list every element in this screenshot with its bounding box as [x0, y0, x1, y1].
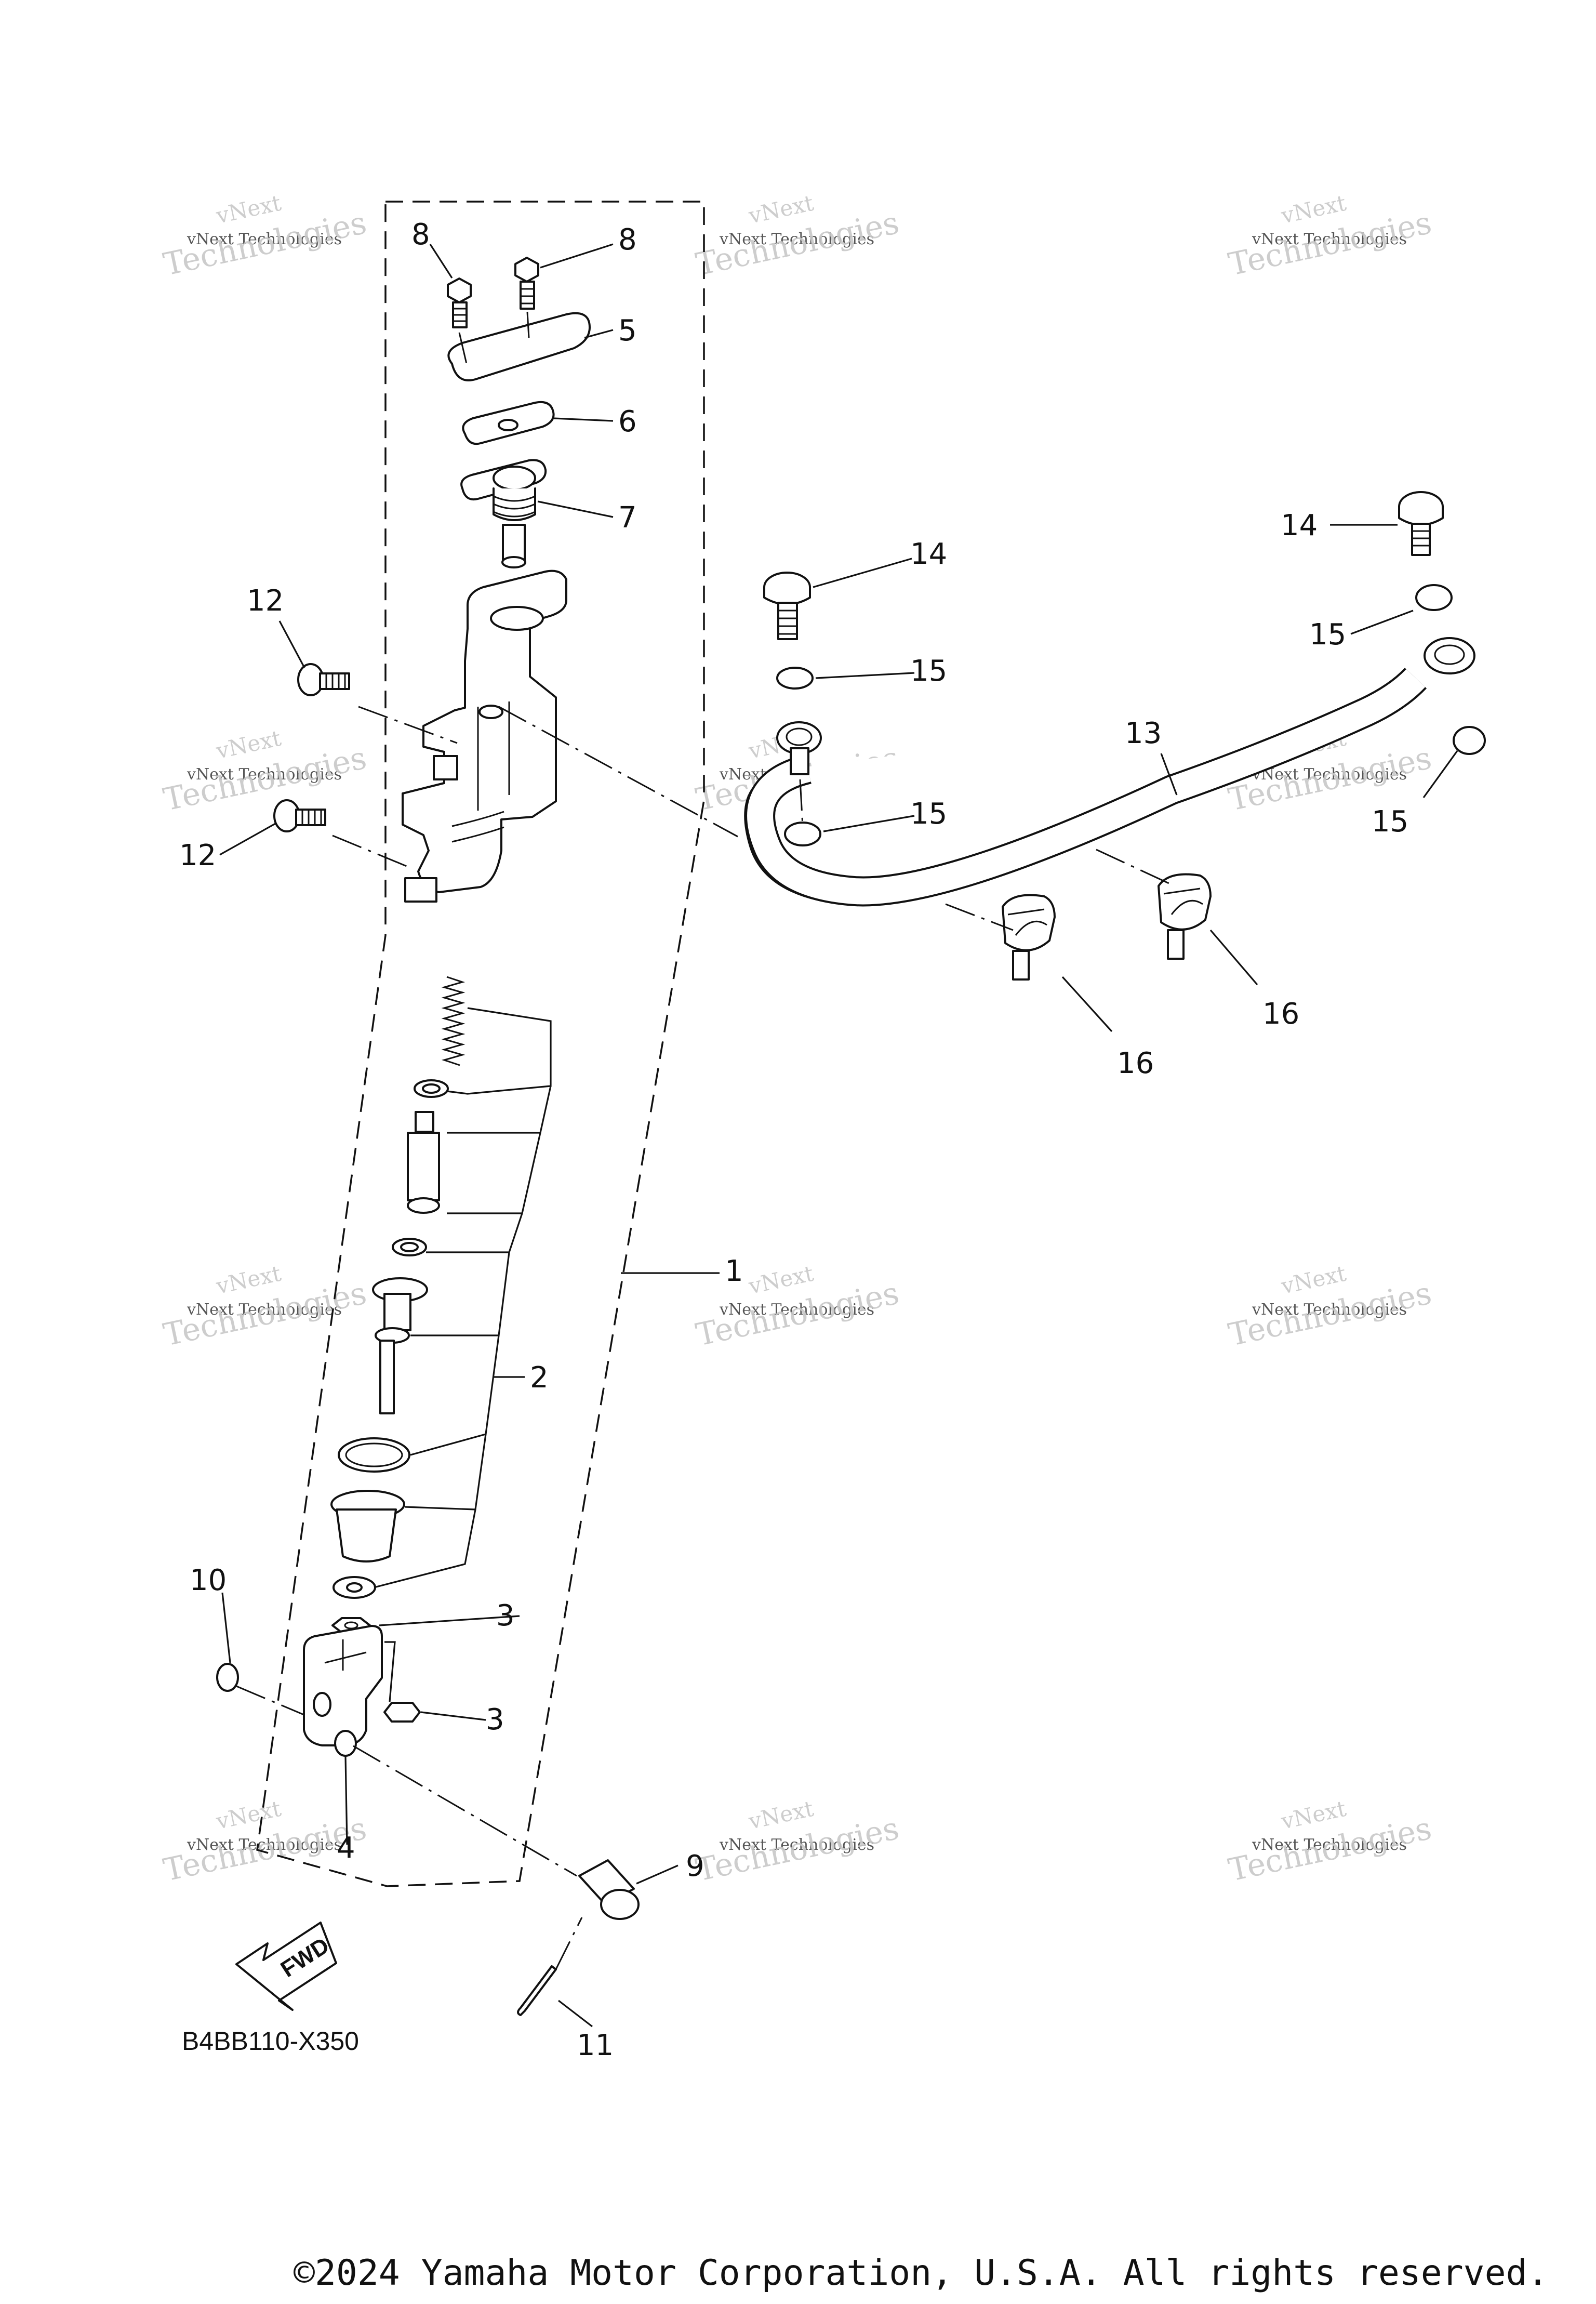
- callout-12a: 12: [247, 584, 284, 618]
- callout-7: 7: [618, 501, 637, 535]
- watermark-text: vNext Technologies: [1252, 230, 1407, 248]
- callout-16b: 16: [1262, 997, 1299, 1031]
- watermark-text: vNext Technologies: [187, 1301, 342, 1319]
- callout-14a: 14: [910, 537, 947, 571]
- fwd-arrow-icon: FWD: [235, 1922, 337, 2011]
- callout-10: 10: [190, 1564, 227, 1597]
- watermark-text: vNext Technologies: [719, 230, 874, 248]
- centerline-bolt-12-upper: [358, 706, 458, 744]
- master-cylinder-body[interactable]: [402, 570, 567, 903]
- centerline-banjo-left: [799, 779, 804, 827]
- watermark-text: vNext: [214, 1796, 283, 1834]
- piston-kit-2[interactable]: [330, 976, 466, 1599]
- callout-3b: 3: [486, 1703, 504, 1737]
- callout-15c: 15: [910, 797, 947, 831]
- nut-3-lower[interactable]: [383, 1702, 421, 1723]
- watermark-text: vNext Technologies: [1252, 1836, 1407, 1854]
- watermark-text: vNext Technologies: [1252, 1301, 1407, 1319]
- washer-15-d[interactable]: [1453, 726, 1486, 755]
- callout-15b: 15: [1309, 618, 1346, 652]
- clevis-4[interactable]: [303, 1625, 383, 1757]
- centerline-bolt-12-lower: [332, 835, 411, 869]
- watermark-text: vNext Technologies: [187, 230, 342, 248]
- callout-4: 4: [337, 1831, 355, 1865]
- bolt-12-upper[interactable]: [297, 663, 350, 696]
- bolt-12-lower[interactable]: [273, 799, 326, 832]
- pin-9[interactable]: [578, 1859, 640, 1920]
- callout-9: 9: [686, 1849, 704, 1883]
- callout-15d: 15: [1372, 805, 1408, 839]
- washer-10[interactable]: [216, 1663, 239, 1692]
- watermark-text: vNext: [746, 1796, 816, 1834]
- callout-5: 5: [618, 314, 637, 348]
- centerline-washer-10: [236, 1685, 304, 1716]
- callout-6: 6: [618, 405, 637, 439]
- washer-15-b[interactable]: [784, 822, 821, 846]
- watermark-text: vNext Technologies: [719, 1301, 874, 1319]
- centerline-pin: [353, 1745, 577, 1877]
- watermark-text: vNext: [746, 1261, 816, 1299]
- centerline-cotter: [555, 1917, 583, 1970]
- leader-lines: [219, 243, 1458, 2028]
- diagram-code: B4BB110-X350: [182, 2027, 359, 2056]
- watermark-text: vNext: [214, 1261, 283, 1299]
- bolt-8-right[interactable]: [514, 257, 539, 310]
- brake-hose-13[interactable]: [744, 637, 1475, 907]
- watermark-text: vNext: [214, 725, 283, 764]
- watermark-text: vNext: [1279, 1261, 1348, 1299]
- callout-12b: 12: [179, 839, 216, 872]
- assembly-boundary: [256, 201, 705, 1887]
- centerline-holder-right: [1096, 849, 1169, 884]
- cotter-pin-11[interactable]: [517, 1965, 557, 2016]
- callout-3a: 3: [496, 1599, 515, 1633]
- copyright-notice: ©2024 Yamaha Motor Corporation, U.S.A. A…: [294, 2253, 1549, 2294]
- callout-13: 13: [1125, 717, 1162, 750]
- bolt-8-left[interactable]: [447, 277, 472, 328]
- callout-numbers: 1 2 3 3 4 5 6 7 8 8 9 10 11 12 12 13 14 …: [179, 218, 1408, 2062]
- diaphragm-6[interactable]: [462, 401, 555, 445]
- centerline-holder-left: [945, 903, 1014, 931]
- washer-15-a[interactable]: [776, 667, 814, 690]
- watermark-text: vNext Technologies: [1252, 765, 1407, 784]
- watermark-text: vNext Technologies: [719, 1836, 874, 1854]
- centerline-bolts: [458, 311, 530, 364]
- callout-1: 1: [725, 1254, 743, 1288]
- watermark-text: vNext: [214, 190, 283, 229]
- hose-holder-16-right[interactable]: [1158, 873, 1212, 960]
- reservoir-fitting-7[interactable]: [460, 459, 547, 568]
- watermark-text: vNext: [1279, 190, 1348, 229]
- callout-2: 2: [530, 1361, 549, 1395]
- watermark-text: vNext Technologies: [187, 765, 342, 784]
- callout-8a: 8: [411, 218, 430, 251]
- reservoir-cap-5[interactable]: [447, 312, 591, 381]
- washer-15-c[interactable]: [1415, 584, 1453, 611]
- banjo-bolt-14-left[interactable]: [763, 572, 811, 640]
- watermark-text: vNext: [746, 190, 816, 229]
- callout-11: 11: [577, 2029, 614, 2062]
- callout-8b: 8: [618, 223, 637, 257]
- callout-15a: 15: [910, 654, 947, 688]
- banjo-bolt-14-right[interactable]: [1398, 491, 1444, 556]
- watermark-text: vNext: [1279, 1796, 1348, 1834]
- callout-16a: 16: [1117, 1047, 1154, 1080]
- hose-holder-16-left[interactable]: [1002, 894, 1056, 981]
- callout-14b: 14: [1281, 509, 1318, 542]
